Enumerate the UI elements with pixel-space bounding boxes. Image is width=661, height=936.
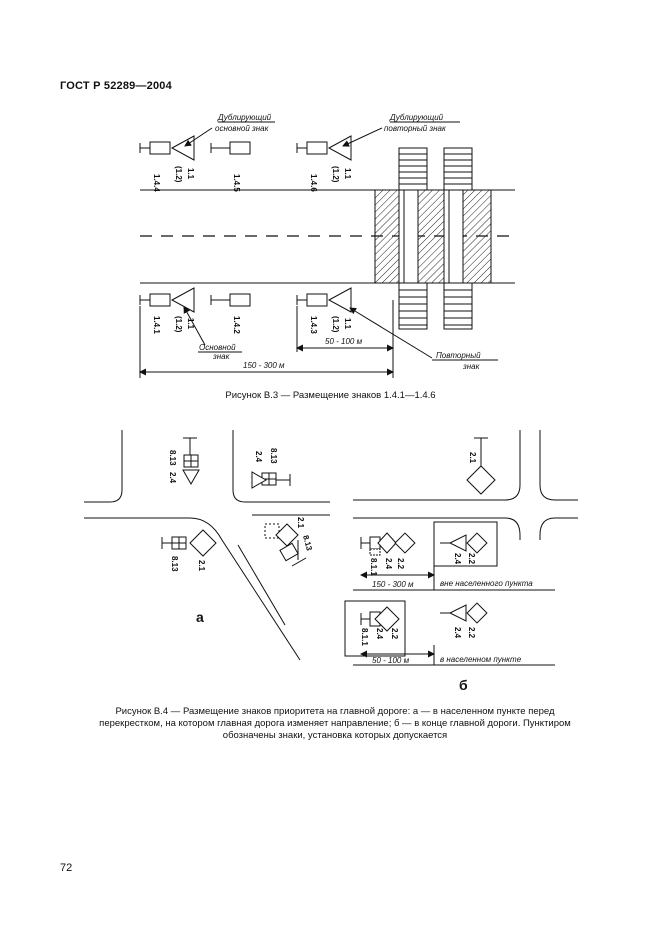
triangle-label-bottom-right: 1.1 [343, 318, 352, 330]
document-header: ГОСТ Р 52289—2004 [60, 80, 172, 92]
code-a-21-left: 2.1 [197, 560, 206, 572]
note-main-1: Основной [199, 343, 236, 352]
dimension-150-300-label: 150 - 300 м [243, 361, 285, 370]
rail-track-bottom-left [398, 282, 428, 330]
triangle-alt-label-bottom-left: (1.2) [174, 316, 183, 333]
sign-group-b-right-bottom [440, 602, 488, 624]
note-dup-main-2: основной знак [215, 124, 270, 133]
code-b-811-bottom: 8.1.1 [360, 628, 369, 646]
note-dup-main-1: Дублирующий [217, 113, 272, 122]
code-b-22-right-bottom: 2.2 [467, 627, 476, 639]
dimension-b-150-300 [360, 566, 435, 590]
road-a [84, 430, 330, 661]
rail-track-top-left [398, 147, 428, 191]
part-a-label: а [196, 609, 204, 625]
outside-settlement-label: вне населенного пункта [440, 579, 533, 588]
code-a-813-right: 8.13 [269, 448, 278, 464]
sign-1-4-2 [210, 293, 251, 307]
note-dup-repeat-1: Дублирующий [389, 113, 444, 122]
triangle-label-top-left: 1.1 [186, 168, 195, 180]
sign-group-b-left-top [360, 532, 416, 556]
code-b-24-top: 2.4 [384, 558, 393, 570]
code-b-21: 2.1 [468, 452, 477, 464]
triangle-label-top-right: 1.1 [343, 168, 352, 180]
road-b [353, 430, 578, 540]
code-b-24-right-top: 2.4 [453, 553, 462, 565]
code-a-24-top: 2.4 [168, 472, 177, 484]
sign-group-a-top-right [251, 471, 291, 489]
dimension-b-50-100-label: 50 - 100 м [372, 656, 410, 665]
rail-track-bottom-right [443, 282, 473, 330]
sign-group-a-left [161, 529, 217, 557]
note-dup-repeat-2: повторный знак [384, 124, 447, 133]
code-b-24-bottom: 2.4 [375, 628, 384, 640]
code-a-21-bend: 2.1 [296, 517, 305, 529]
triangle-alt-label-top-left: (1.2) [174, 166, 183, 183]
sign-1-4-3 [296, 287, 352, 313]
triangle-alt-label-top-right: (1.2) [331, 166, 340, 183]
sign-b-21 [466, 437, 496, 495]
note-repeat-2: знак [462, 362, 481, 371]
figure-3-caption: Рисунок В.3 — Размещение знаков 1.4.1—1.… [225, 390, 436, 401]
code-b-22-right-top: 2.2 [467, 553, 476, 565]
code-b-22-bottom: 2.2 [390, 628, 399, 640]
code-a-24-right: 2.4 [254, 451, 263, 463]
code-a-813-left: 8.13 [170, 556, 179, 572]
dimension-b-50-100 [360, 645, 435, 665]
code-label-1-4-1: 1.4.1 [152, 316, 161, 334]
inside-settlement-label: в населенном пункте [440, 655, 522, 664]
dimension-50-100-label: 50 - 100 м [325, 337, 363, 346]
crosswalk-block [374, 189, 492, 284]
page-number: 72 [60, 862, 73, 874]
triangle-alt-label-bottom-right: (1.2) [331, 316, 340, 333]
code-label-1-4-4: 1.4.4 [152, 174, 161, 192]
sign-group-b-right-top [433, 521, 498, 567]
dimension-150-300 [139, 300, 394, 378]
code-label-1-4-3: 1.4.3 [309, 316, 318, 334]
dimension-b-150-300-label: 150 - 300 м [372, 580, 414, 589]
dimension-50-100 [296, 306, 394, 352]
code-label-1-4-2: 1.4.2 [232, 316, 241, 334]
sign-1-4-5 [210, 141, 251, 155]
part-b-label: б [459, 677, 468, 693]
rail-track-top-right [443, 147, 473, 191]
code-a-813-bend: 8.13 [301, 534, 314, 552]
code-b-811-top: 8.1.1 [369, 558, 378, 576]
code-b-22-top: 2.2 [396, 558, 405, 570]
triangle-label-bottom-left: 1.1 [186, 318, 195, 330]
note-repeat-1: Повторный [436, 351, 481, 360]
code-label-1-4-6: 1.4.6 [309, 174, 318, 192]
code-b-24-right-bottom: 2.4 [453, 627, 462, 639]
code-a-813-top: 8.13 [168, 450, 177, 466]
sign-group-a-bend [264, 523, 307, 567]
sign-1-4-1 [139, 287, 195, 313]
figure-4-caption: Рисунок В.4 — Размещение знаков приорите… [99, 706, 571, 741]
sign-group-b-left-bottom [344, 600, 406, 657]
code-label-1-4-5: 1.4.5 [232, 174, 241, 192]
sign-group-a-top-left [182, 437, 200, 486]
note-main-2: знак [212, 352, 231, 361]
